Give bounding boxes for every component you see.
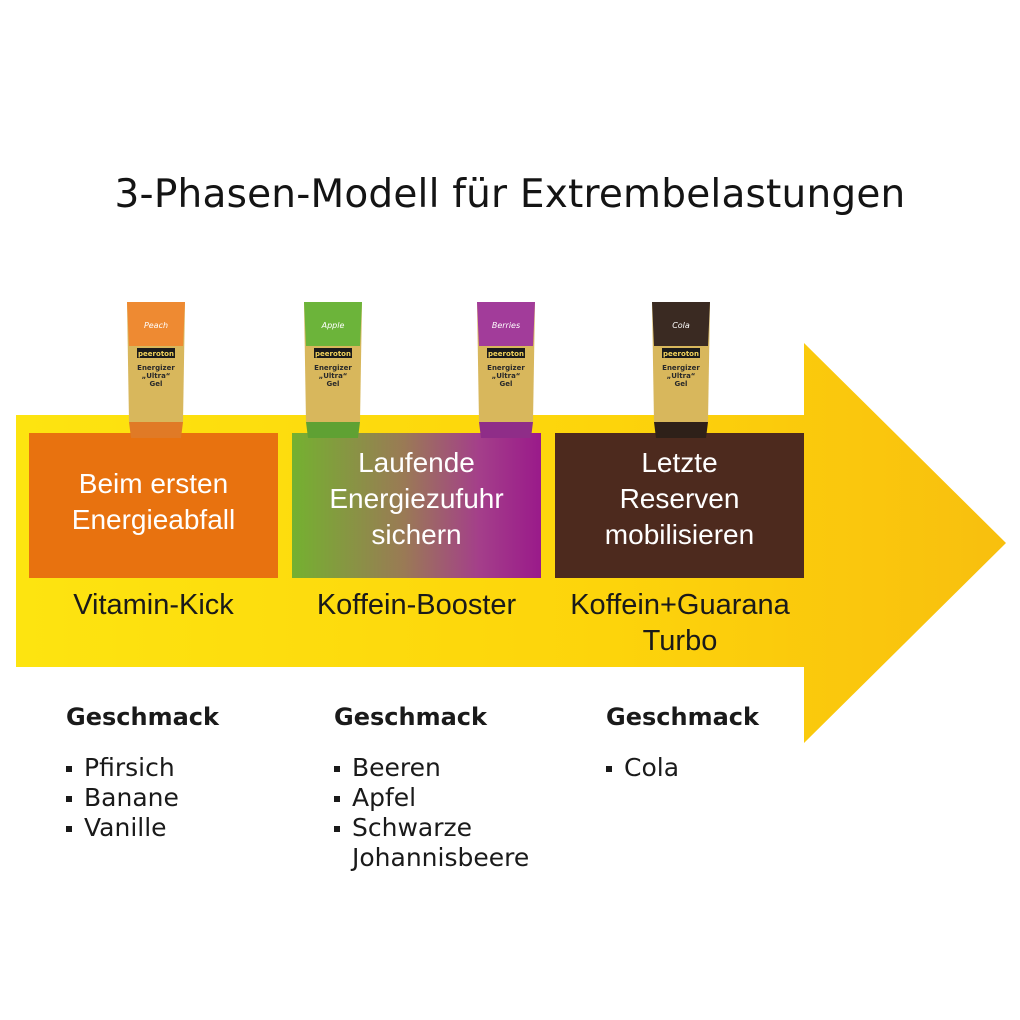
svg-text:„Ultra“: „Ultra“: [667, 372, 696, 380]
phase-3-line: Reserven: [619, 482, 740, 514]
taste-list: Cola: [606, 753, 759, 783]
booster-label: Turbo: [642, 625, 718, 657]
booster-label: Vitamin-Kick: [73, 589, 234, 621]
phase-1-line: Beim ersten: [78, 467, 229, 499]
phase-3-line: mobilisieren: [604, 518, 755, 550]
svg-text:peeroton: peeroton: [138, 350, 174, 358]
taste-heading: Geschmack: [66, 703, 219, 731]
phase-3-booster: Koffein+Guarana Turbo: [540, 587, 820, 659]
list-item: Cola: [606, 753, 759, 783]
svg-text:Gel: Gel: [500, 380, 513, 388]
list-item: Schwarze: [334, 813, 529, 843]
taste-column-3: Geschmack Cola: [606, 703, 759, 783]
phase-3-line: Letzte: [641, 446, 718, 478]
phase-2-line: Laufende: [358, 446, 475, 478]
phase-2-box: Laufende Energiezufuhr sichern: [292, 433, 541, 578]
phase-3-box: Letzte Reserven mobilisieren: [555, 433, 804, 578]
taste-column-2: Geschmack Beeren Apfel Schwarze Johannis…: [334, 703, 529, 873]
list-item: Apfel: [334, 783, 529, 813]
phase-2-line: sichern: [371, 518, 462, 550]
svg-text:„Ultra“: „Ultra“: [492, 372, 521, 380]
gel-pack-cola-image: Cola peeroton Energizer „Ultra“ Gel: [652, 302, 710, 438]
svg-text:Berries: Berries: [492, 321, 520, 330]
phase-1-box: Beim ersten Energieabfall: [29, 433, 278, 578]
svg-text:peeroton: peeroton: [315, 350, 351, 358]
list-item: Pfirsich: [66, 753, 219, 783]
gel-flavor-text: Peach: [144, 321, 168, 330]
gel-pack-berries-image: Berries peeroton Energizer „Ultra“ Gel: [477, 302, 535, 438]
taste-column-1: Geschmack Pfirsich Banane Vanille: [66, 703, 219, 843]
taste-heading: Geschmack: [606, 703, 759, 731]
svg-text:Energizer: Energizer: [662, 364, 700, 372]
phase-1-booster: Vitamin-Kick: [29, 587, 278, 623]
gel-flavor-text: Apple: [321, 321, 345, 330]
list-item: Vanille: [66, 813, 219, 843]
svg-text:peeroton: peeroton: [488, 350, 524, 358]
booster-label: Koffein-Booster: [316, 589, 517, 621]
gel-pack-apple-image: Apple peeroton Energizer „Ultra“ Gel: [304, 302, 362, 438]
gel-pack-peach-image: Peach peeroton Energizer „Ultra“ Gel: [127, 302, 185, 438]
svg-text:Gel: Gel: [675, 380, 688, 388]
svg-text:„Ultra“: „Ultra“: [319, 372, 348, 380]
gel-flavor-text: Cola: [672, 321, 690, 330]
taste-list: Pfirsich Banane Vanille: [66, 753, 219, 843]
list-item: Banane: [66, 783, 219, 813]
svg-text:Energizer: Energizer: [137, 364, 175, 372]
taste-heading: Geschmack: [334, 703, 487, 731]
svg-text:Gel: Gel: [150, 380, 163, 388]
svg-text:Energizer: Energizer: [314, 364, 352, 372]
svg-text:Energizer: Energizer: [487, 364, 525, 372]
svg-text:Gel: Gel: [327, 380, 340, 388]
page-title: 3-Phasen-Modell für Extrembelastungen: [114, 172, 906, 217]
phase-2-line: Energiezufuhr: [329, 482, 504, 514]
phase-2-booster: Koffein-Booster: [292, 587, 541, 623]
booster-label: Koffein+Guarana: [570, 589, 790, 621]
phase-1-line: Energieabfall: [71, 503, 236, 535]
svg-text:peeroton: peeroton: [663, 350, 699, 358]
taste-list: Beeren Apfel Schwarze Johannisbeere: [334, 753, 529, 873]
list-item: Beeren: [334, 753, 529, 783]
list-item: Johannisbeere: [352, 843, 530, 872]
svg-text:„Ultra“: „Ultra“: [142, 372, 171, 380]
